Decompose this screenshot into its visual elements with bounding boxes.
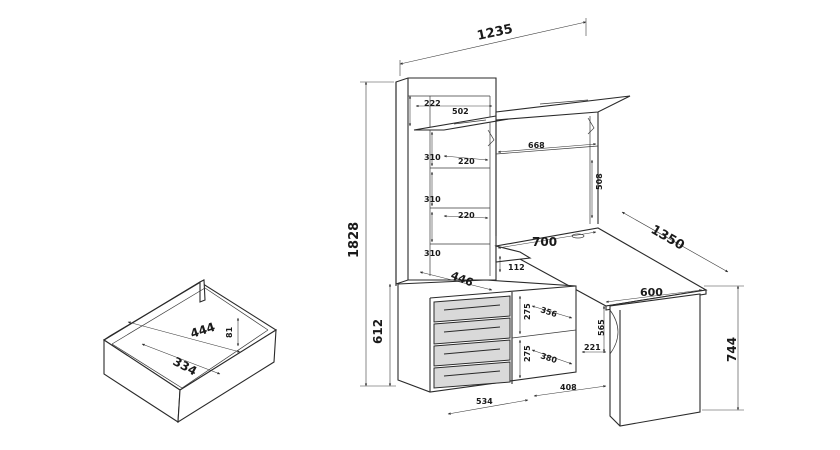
plinth-label: 112 (508, 263, 525, 272)
desk-width-label: 700 (532, 235, 557, 249)
base-408-label: 408 (560, 383, 577, 392)
cabinet-275a-label: 275 (523, 303, 532, 320)
upper-shelf-label: 668 (528, 141, 545, 150)
width-total-label: 1235 (476, 22, 515, 44)
desk-600-label: 600 (640, 286, 663, 299)
drawer-height-label: 81 (225, 326, 234, 338)
table-height-label: 744 (725, 337, 739, 362)
height-total-label: 1828 (347, 222, 362, 258)
drawer-drawing (102, 279, 278, 424)
corner-depth-label: 1350 (648, 222, 687, 253)
leg-221-label: 221 (584, 343, 601, 352)
cabinet-275b-label: 275 (523, 345, 532, 362)
gap-2-label: 310 (424, 195, 441, 204)
top-panel-label: 502 (452, 107, 469, 116)
furniture-drawing (360, 18, 744, 427)
lower-height-label: 612 (371, 319, 385, 344)
leg-565-label: 565 (597, 319, 606, 336)
inner-2-label: 220 (458, 211, 475, 220)
base-534-label: 534 (476, 397, 493, 406)
gap-3-label: 310 (424, 249, 441, 258)
gap-1-label: 310 (424, 153, 441, 162)
inner-1-label: 220 (458, 157, 475, 166)
upper-height-label: 508 (595, 173, 604, 190)
shelf-depth-label: 222 (424, 99, 441, 108)
